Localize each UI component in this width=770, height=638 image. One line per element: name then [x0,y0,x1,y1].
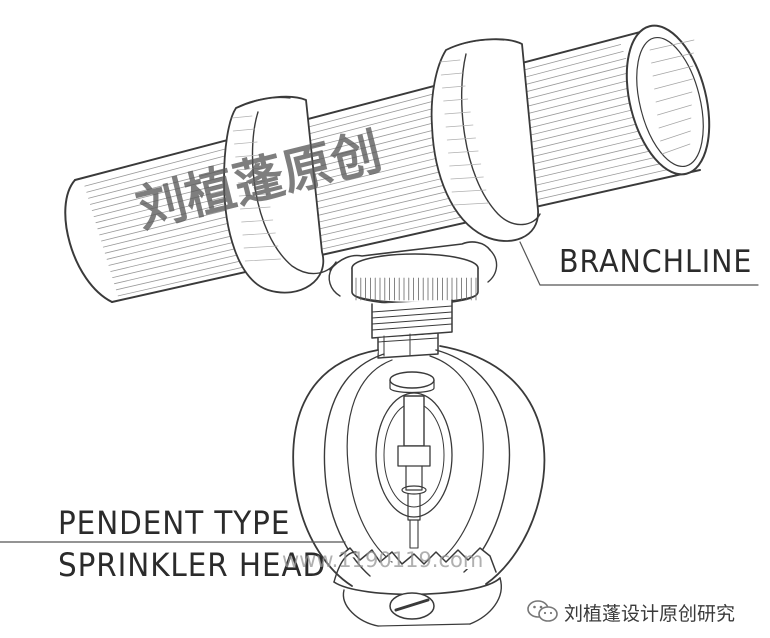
wechat-icon [527,600,558,622]
threaded-neck [371,299,453,359]
pipe-bore-hatching [649,39,695,155]
branchline-leader-line [519,241,759,286]
pipe-hatching [84,44,668,297]
tee-fitting [328,241,498,297]
branchline-label: BRANCHLINE [559,244,753,280]
footer-attribution: 刘植蓬设计原创研究 [526,596,766,626]
deflector [333,547,502,627]
sprinkler-head-label: SPRINKLER HEAD [58,546,327,584]
glass-bulb [375,371,453,549]
pendent-type-label: PENDENT TYPE [58,504,291,542]
left-pipe-ring [223,95,337,294]
sprinkler-frame [292,345,546,587]
knurled-nut [351,253,479,305]
footer-text: 刘植蓬设计原创研究 [564,603,736,625]
watermark-url: www.1190119.com [282,548,484,572]
right-pipe-ring [430,38,541,242]
